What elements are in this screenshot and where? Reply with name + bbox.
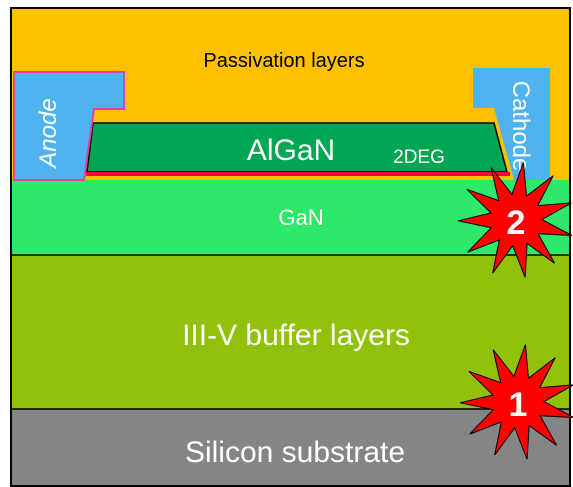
anode-label: Anode [35, 98, 62, 169]
cross-section-border [10, 7, 571, 487]
marker-2-label: 2 [507, 204, 526, 242]
substrate-label: Silicon substrate [185, 436, 405, 469]
cathode-contact [473, 68, 550, 180]
passivation-label: Passivation layers [203, 50, 364, 72]
silicon-substrate-layer [11, 409, 570, 487]
marker-2-burst: 2 [457, 162, 573, 278]
buffer-label: III-V buffer layers [182, 319, 410, 352]
marker-1-label: 1 [509, 386, 528, 424]
algan-label: AlGaN [247, 134, 335, 167]
cathode-label: Cathode [507, 81, 534, 172]
twodeg-label: 2DEG [393, 147, 445, 168]
anode-contact [13, 71, 125, 181]
gan-label: GaN [278, 205, 323, 230]
marker-1-burst: 1 [459, 344, 573, 460]
buffer-layer [11, 255, 570, 409]
